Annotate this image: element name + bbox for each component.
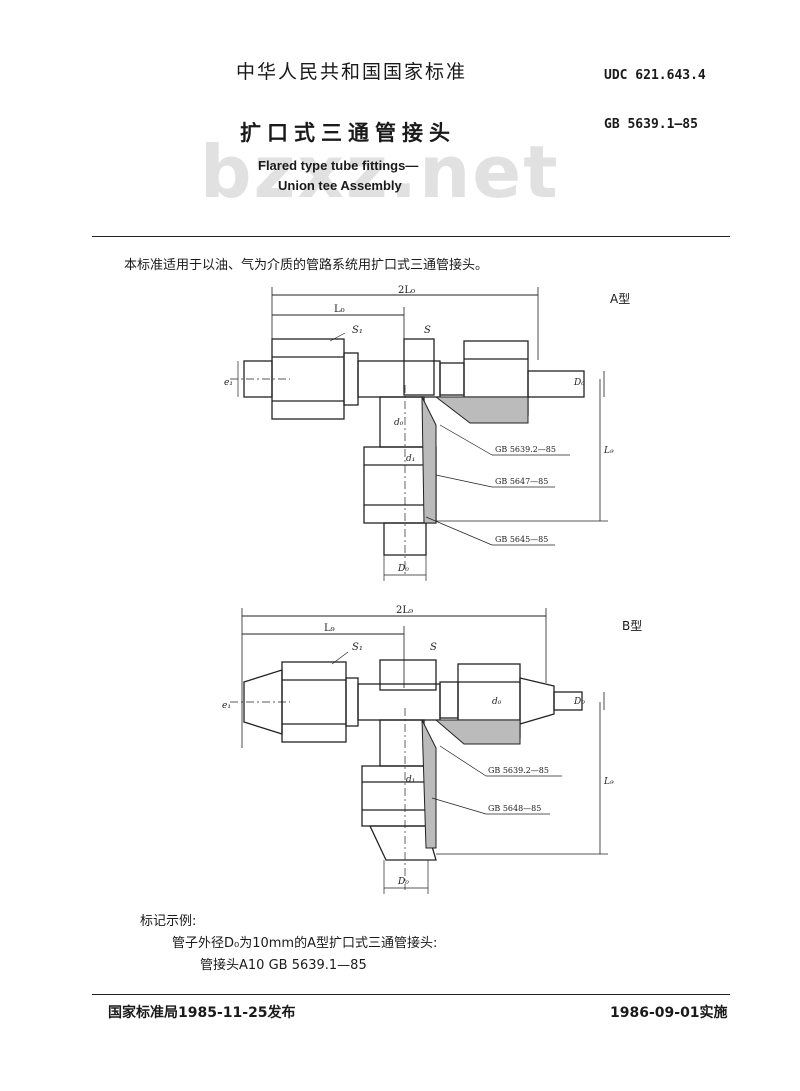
- figure-b-dim-2l9: 2L₉: [396, 605, 413, 616]
- header-divider: [92, 236, 730, 237]
- figure-b-label-e1: e₁: [222, 701, 231, 711]
- figure-a-dim-2l0: 2L₀: [398, 285, 415, 296]
- figure-a-label-d0-tube: D₀: [573, 378, 585, 388]
- figure-a-label-l9: L₉: [603, 446, 614, 456]
- figure-b-label-d0: d₀: [492, 697, 502, 707]
- scope-paragraph: 本标准适用于以油、气为介质的管路系统用扩口式三通管接头。: [124, 258, 489, 273]
- figure-a-label-s1: S₁: [352, 325, 363, 336]
- figure-b-label-d0-bottom: D₀: [397, 877, 409, 887]
- figure-a-type-label: A型: [610, 292, 631, 306]
- document-title: 扩口式三通管接头: [240, 121, 456, 145]
- figure-b-ref-2: GB 5648—85: [488, 804, 541, 813]
- figure-a-dim-l0: L₀: [334, 304, 345, 315]
- figure-a-label-d0: d₀: [394, 418, 404, 428]
- footer-divider: [92, 994, 730, 995]
- figure-b-dim-l9: L₉: [324, 623, 335, 634]
- figure-b-drawing: 2L₉ L₉ S₁ S e₁ d₀ d₁ D₀ L₉ D₀ GB 5639.2—…: [222, 605, 614, 894]
- example-line-1: 管子外径D₀为10mm的A型扩口式三通管接头:: [172, 936, 438, 951]
- english-title-line2: Union tee Assembly: [278, 178, 402, 193]
- figure-a-ref-2: GB 5647—85: [495, 477, 548, 486]
- figure-a-drawing: 2L₀ L₀ S₁ S e₁ d₀ d₁ D₀ L₉ D₀ GB 5639.2—…: [224, 285, 614, 581]
- udc-code: UDC 621.643.4: [604, 68, 706, 83]
- figure-b-label-s1: S₁: [352, 642, 363, 653]
- figure-b-label-s: S: [430, 642, 437, 653]
- figure-a-label-s: S: [424, 325, 431, 336]
- figure-a-label-d1: d₁: [406, 454, 415, 464]
- watermark: bzxz.net: [200, 130, 560, 214]
- implementation-date: 1986-09-01实施: [610, 1005, 728, 1021]
- figure-a-ref-3: GB 5645—85: [495, 535, 548, 544]
- figure-a-label-e1: e₁: [224, 378, 233, 388]
- publish-date: 国家标准局1985-11-25发布: [108, 1005, 296, 1021]
- national-standard-heading: 中华人民共和国国家标准: [236, 61, 468, 83]
- figure-b-label-d0-tube: D₀: [573, 697, 585, 707]
- example-line-2: 管接头A10 GB 5639.1—85: [200, 958, 367, 973]
- example-heading: 标记示例:: [140, 914, 197, 929]
- figure-b-label-d1: d₁: [406, 775, 415, 785]
- standard-number: GB 5639.1—85: [604, 117, 698, 132]
- figure-b-type-label: B型: [622, 619, 643, 633]
- figure-a-ref-1: GB 5639.2—85: [495, 445, 556, 454]
- figure-b-label-l9: L₉: [603, 777, 614, 787]
- english-title-line1: Flared type tube fittings—: [258, 158, 419, 173]
- figure-b-ref-1: GB 5639.2—85: [488, 766, 549, 775]
- figure-a-label-d0-bottom: D₀: [397, 564, 409, 574]
